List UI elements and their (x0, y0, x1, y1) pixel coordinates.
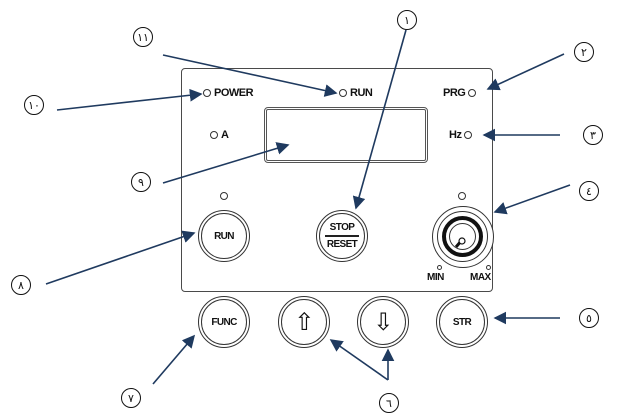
knob-min-label: MIN (427, 272, 444, 283)
power-label: POWER (214, 87, 254, 99)
callout-8: ٨ (11, 275, 31, 295)
arrow-7 (152, 334, 196, 385)
power-led-icon (203, 89, 211, 97)
a-indicator: A (210, 129, 229, 141)
power-indicator: POWER (203, 87, 254, 99)
callout-2: ٢ (574, 42, 594, 62)
callout-10: ١٠ (24, 95, 44, 115)
a-led-icon (210, 131, 218, 139)
run-button-label: RUN (214, 230, 234, 242)
a-label: A (221, 129, 229, 141)
min-dot-icon (437, 265, 442, 270)
func-button-label: FUNC (211, 316, 237, 328)
run-button[interactable]: RUN (198, 210, 250, 262)
stop-reset-button[interactable]: STOP RESET (316, 210, 368, 262)
func-button[interactable]: FUNC (198, 296, 250, 348)
hz-label: Hz (449, 129, 462, 141)
max-dot-icon (486, 265, 491, 270)
potentiometer-knob[interactable] (432, 206, 494, 268)
str-button[interactable]: STR (436, 296, 488, 348)
run-indicator: RUN (339, 87, 373, 99)
down-arrow-icon: ⇩ (373, 308, 393, 336)
str-button-label: STR (452, 316, 472, 328)
callout-11: ١١ (133, 27, 153, 47)
prg-indicator: PRG (443, 87, 477, 99)
knob-pointer-icon (454, 237, 466, 248)
lcd-display (264, 107, 428, 163)
arrow-10 (56, 88, 203, 111)
run-label: RUN (350, 87, 373, 99)
up-arrow-icon: ⇧ (294, 308, 314, 336)
knob-max-label: MAX (470, 272, 491, 283)
arrow-9 (162, 142, 290, 184)
arrow-2 (486, 53, 565, 91)
prg-led-icon (468, 89, 477, 97)
run-button-led-icon (220, 192, 228, 200)
arrow-4 (493, 184, 571, 215)
arrow-6a (329, 339, 389, 381)
hz-led-icon (464, 131, 473, 139)
reset-label: RESET (326, 239, 358, 250)
callout-1: ١ (397, 10, 417, 30)
callout-9: ٩ (131, 172, 151, 192)
arrow-8 (45, 230, 196, 285)
knob-led-icon (458, 192, 466, 200)
run-led-icon (339, 89, 347, 97)
stop-label: STOP (329, 222, 355, 233)
callout-4: ٤ (579, 181, 599, 201)
arrow-1 (352, 29, 407, 210)
up-button[interactable]: ⇧ (278, 296, 330, 348)
callout-6: ٦ (379, 393, 399, 413)
hz-indicator: Hz (449, 129, 473, 141)
arrow-11 (162, 54, 338, 97)
callout-5: ٥ (579, 308, 599, 328)
down-button[interactable]: ⇩ (357, 296, 409, 348)
knob-center (449, 223, 476, 250)
prg-label: PRG (443, 87, 466, 99)
callout-3: ٣ (583, 125, 603, 145)
callout-7: ٧ (121, 388, 141, 408)
stop-reset-divider (325, 235, 359, 237)
